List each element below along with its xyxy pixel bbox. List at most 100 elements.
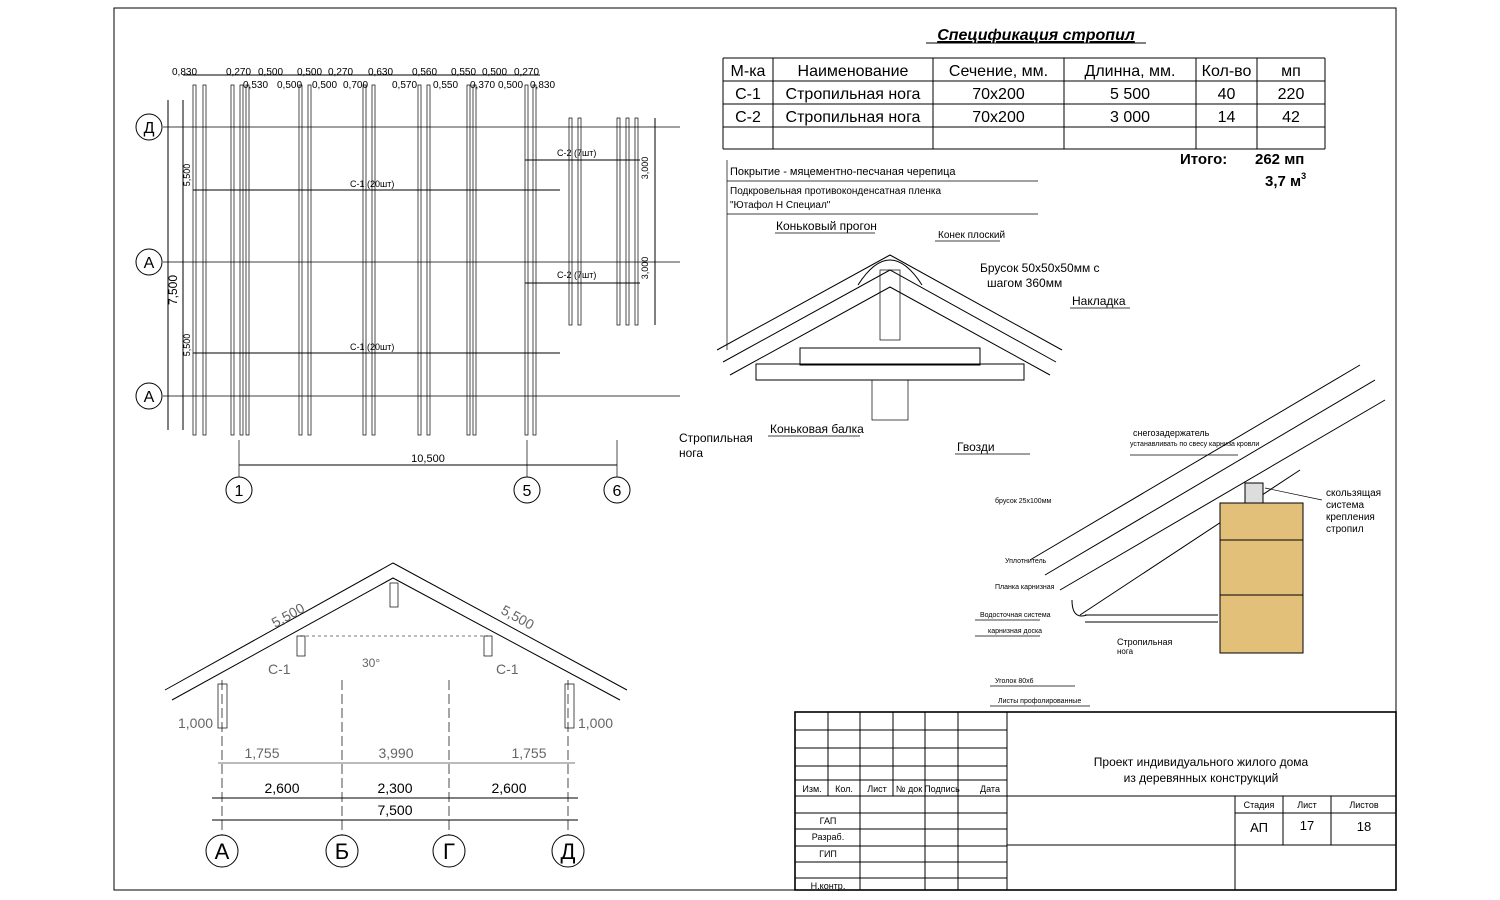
table-header: Наименование	[798, 63, 909, 80]
rafter-c1	[371, 84, 376, 436]
axis-bubble	[325, 834, 359, 868]
rafter-c1	[202, 84, 207, 436]
dim-1755-left: 1,755	[244, 745, 279, 761]
dim-label: 0,370	[470, 80, 495, 91]
table-cell: 42	[1282, 109, 1300, 126]
dim-label: 5,500	[182, 334, 192, 357]
rafter-c1	[472, 84, 477, 436]
dim-label: 5,500	[182, 164, 192, 187]
table-cell: 70х200	[972, 86, 1025, 103]
dim-label: 0,270	[514, 67, 539, 78]
table-cell: 70х200	[972, 109, 1025, 126]
rafter-c2	[625, 117, 630, 326]
sheet-frame	[113, 7, 1397, 891]
stage-value: АП	[1250, 820, 1268, 835]
section-angle: 30°	[362, 656, 380, 670]
axis-bubble	[432, 834, 466, 868]
overhang-right: 1,000	[578, 715, 613, 731]
dim-3990: 3,990	[378, 745, 413, 761]
sheets-value: 18	[1357, 819, 1371, 834]
eave-rafter-label-2: нога	[1117, 647, 1134, 656]
title-role-label: Разраб.	[812, 832, 844, 842]
sliding-label-2: система	[1326, 500, 1364, 511]
axis-label: Б	[335, 839, 349, 864]
axis-bubble	[135, 113, 163, 141]
axis-bubble	[603, 476, 631, 504]
title-role-label: ГИП	[819, 849, 837, 859]
sheet-label: Лист	[1297, 800, 1317, 810]
table-cell: С-1	[735, 86, 761, 103]
dim-label: 0,270	[226, 67, 251, 78]
total-volume: 3,7 м3	[1265, 171, 1306, 190]
dim-label: 0,570	[392, 80, 417, 91]
dim-label: 3,000	[640, 257, 650, 280]
dim-label: 0,500	[258, 67, 283, 78]
rafter-label: С-2 (7шт)	[557, 270, 596, 280]
axis-label: 1	[235, 483, 244, 500]
axis-label: Г	[443, 839, 455, 864]
ridge-purlin-label: Коньковый прогон	[776, 219, 877, 233]
table-cell: С-2	[735, 109, 761, 126]
dim-label: 0,550	[451, 67, 476, 78]
rafter-c1	[230, 84, 235, 436]
dim-1755-right: 1,755	[511, 745, 546, 761]
dim-2600-left: 2,600	[264, 780, 299, 796]
table-cell: Стропильная нога	[786, 86, 921, 103]
rafter-c1	[298, 84, 303, 436]
spec-title: Спецификация стропил	[937, 27, 1135, 44]
flat-ridge-label: Конек плоский	[938, 230, 1005, 241]
ridge-detail: Покрытие - мяцементно-песчаная черепица …	[679, 160, 1130, 460]
sheet-value: 17	[1300, 818, 1314, 833]
batten-label-2: шагом 360мм	[987, 276, 1062, 290]
rafter-c2	[577, 117, 582, 326]
rafter-c1	[532, 84, 537, 436]
table-header: М-ка	[731, 63, 766, 80]
project-title-2: из деревянных конструкций	[1124, 771, 1279, 785]
rafter-c1	[245, 84, 250, 436]
total-label: Итого:	[1180, 151, 1227, 168]
axis-bubble	[551, 834, 585, 868]
overhang-left: 1,000	[178, 715, 213, 731]
table-header: Длинна, мм.	[1084, 63, 1175, 80]
dim-label: 0,500	[498, 80, 523, 91]
section-rafter-left: С-1	[268, 661, 291, 677]
section-slope-left: 5,500	[269, 600, 308, 631]
dim-label: 0,500	[277, 80, 302, 91]
axis-label: А	[144, 255, 155, 272]
axis-bubble	[135, 382, 163, 410]
table-header: Сечение, мм.	[949, 63, 1048, 80]
section-slope-right: 5,500	[499, 602, 538, 633]
eave-rafter-label-1: Стропильная	[1117, 637, 1172, 647]
rafter-label: С-2 (7шт)	[557, 148, 596, 158]
rafter-c1	[426, 84, 431, 436]
title-role-label: ГАП	[820, 816, 837, 826]
table-header: Кол-во	[1202, 63, 1252, 80]
section-rafter-right: С-1	[496, 661, 519, 677]
ridge-beam-label: Коньковая балка	[770, 422, 864, 436]
dim-label: 0,500	[312, 80, 337, 91]
sliding-label-4: стропил	[1326, 524, 1364, 535]
ridge-rafter-label-1: Стропильная	[679, 431, 753, 445]
nails-label: Гвозди	[957, 440, 995, 454]
table-cell: Стропильная нога	[786, 109, 921, 126]
dim-total-7500: 7,500	[377, 802, 412, 818]
dim-label: 0,700	[343, 80, 368, 91]
batten-label-1: Брусок 50х50х50мм с	[980, 261, 1100, 275]
axis-label: А	[144, 389, 155, 406]
total-length: 262 мп	[1255, 151, 1304, 168]
sheets-count-label: Листов	[1349, 800, 1378, 810]
eave-board-label: карнизная доска	[988, 628, 1042, 635]
dim-label: 0,500	[482, 67, 507, 78]
rafter-c2	[616, 117, 621, 326]
rafter-c1	[466, 84, 471, 436]
title-col-label: № док	[896, 784, 922, 794]
title-role-label: Н.контр.	[811, 881, 846, 891]
title-col-label: Лист	[867, 784, 887, 794]
eave-detail: снегозадержатель устанавливать по свесу …	[975, 364, 1386, 707]
axis-label: 5	[523, 483, 532, 500]
axis-label: 6	[613, 483, 622, 500]
rafter-c2	[568, 117, 573, 326]
dim-label: 0,550	[433, 80, 458, 91]
dim-label: 0,530	[243, 80, 268, 91]
